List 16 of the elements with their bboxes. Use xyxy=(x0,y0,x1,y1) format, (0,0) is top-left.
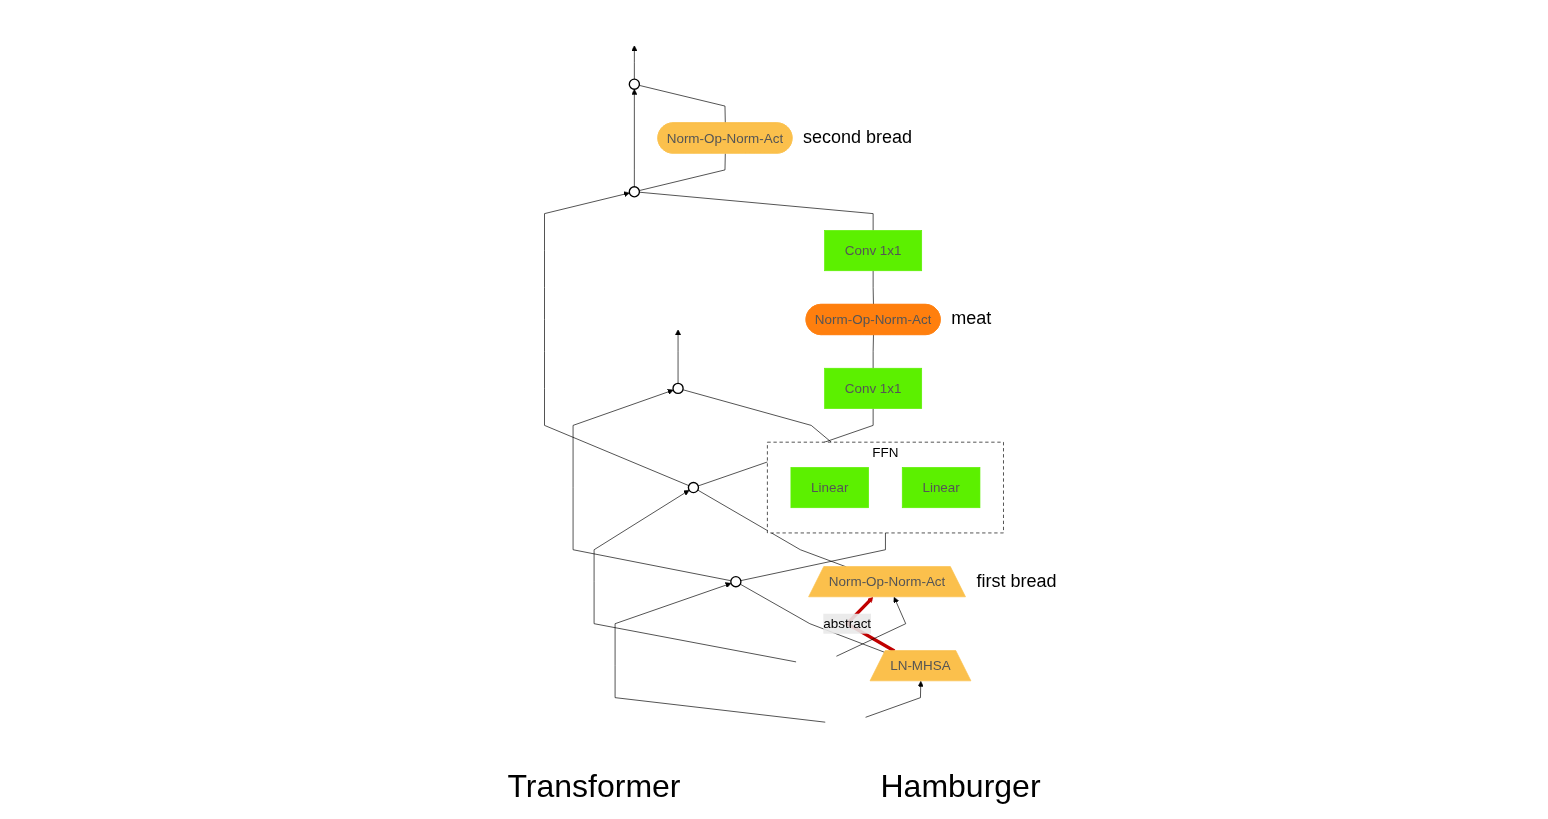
layer-box: Norm-Op-Norm-Act xyxy=(808,566,966,598)
layer-box: LN-MHSA xyxy=(869,650,972,682)
edge-label: abstract xyxy=(823,613,872,634)
layer-box: Conv 1x1 xyxy=(824,367,923,409)
layer-box: Linear xyxy=(790,467,869,509)
sum-circle xyxy=(687,481,700,494)
sum-circle xyxy=(672,382,684,395)
layer-box: Norm-Op-Norm-Act xyxy=(805,304,941,335)
layer-box: Linear xyxy=(901,467,981,509)
layer-box: Conv 1x1 xyxy=(824,230,923,272)
layer-box: Norm-Op-Norm-Act xyxy=(657,122,793,154)
caption-label: Hamburger xyxy=(880,768,1041,805)
sum-circle xyxy=(628,186,641,198)
sum-circle xyxy=(730,575,742,588)
caption-label: Transformer xyxy=(507,768,681,805)
sum-circle xyxy=(628,78,641,90)
